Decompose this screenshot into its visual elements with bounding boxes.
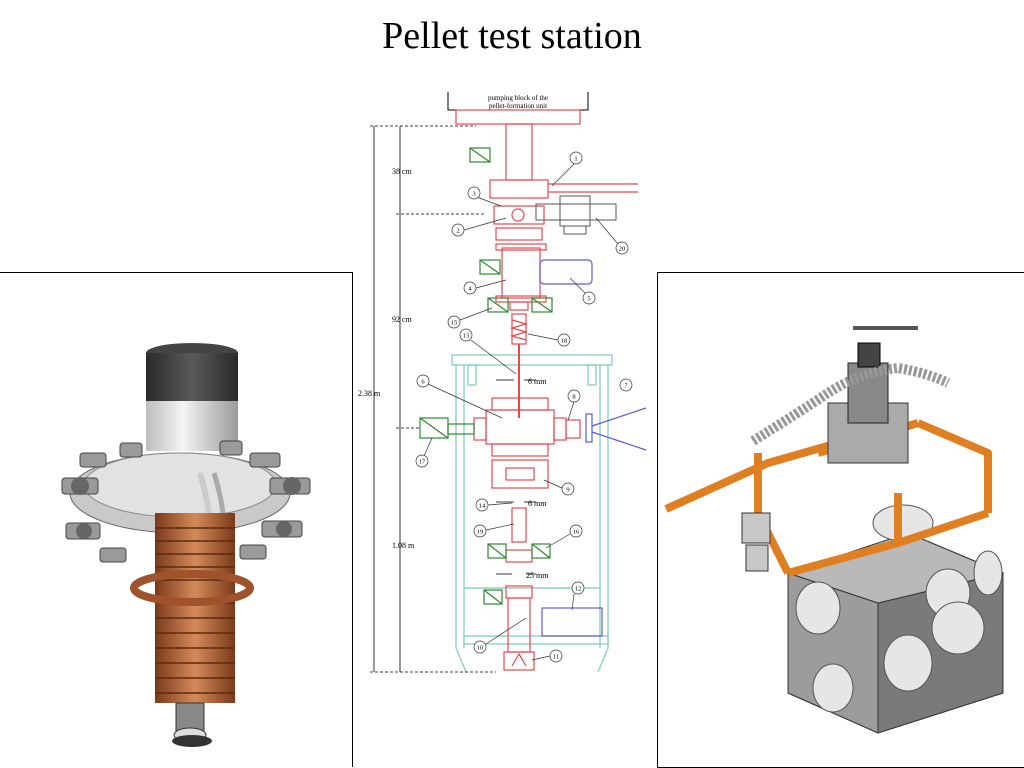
dim-2-38m: 2.38 m [358,389,381,398]
pump-label-line1: pumping block of the [488,94,548,102]
gap-6mm-bottom: 6 mm [528,499,547,508]
callout-9: 9 [566,487,569,494]
callout-10: 10 [477,645,484,652]
gap-25mm: 25 mm [526,571,549,580]
callout-17: 17 [419,459,426,466]
dim-1-08m: 1.08 m [392,541,415,550]
dim-38cm: 38 cm [392,167,413,176]
callout-19: 19 [477,529,484,536]
page-title: Pellet test station [382,15,642,57]
callout-5: 5 [587,296,590,303]
callout-11: 11 [553,654,559,661]
callout-3: 3 [472,191,475,198]
callout-6: 6 [421,379,425,386]
callout-13: 13 [463,333,470,340]
callout-16: 16 [573,529,580,536]
dim-92cm: 92 cm [392,315,413,324]
callout-18: 18 [561,338,568,345]
cryostat-render [0,272,353,767]
callout-12: 12 [575,586,582,593]
pump-label-line2: pellet-formation unit [489,102,547,110]
gap-6mm-top: 6 mm [528,377,547,386]
callout-4: 4 [468,286,472,293]
callout-7: 7 [624,383,628,390]
callout-2: 2 [456,228,459,235]
callout-8: 8 [572,394,575,401]
callout-15: 15 [451,320,458,327]
callout-14: 14 [479,503,486,510]
callout-1: 1 [574,156,577,163]
station-render [657,272,1024,768]
callout-20: 20 [619,246,626,253]
pellet-station-schematic: pumping block of the pellet-formation un… [356,88,656,680]
